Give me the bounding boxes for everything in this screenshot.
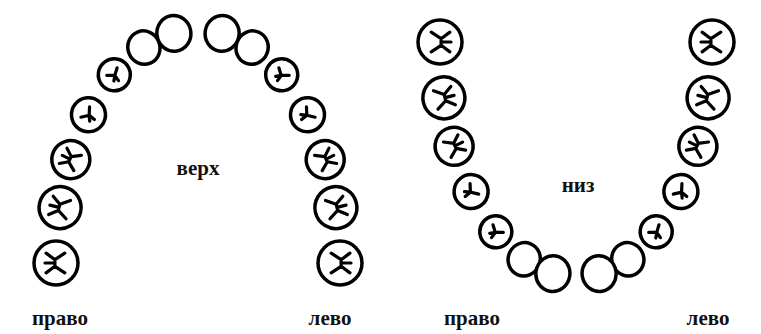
tooth <box>429 121 480 172</box>
fissure <box>272 68 289 85</box>
back-tooth <box>65 91 113 139</box>
back-tooth <box>300 134 351 185</box>
tooth <box>202 13 242 54</box>
fissure <box>107 68 124 85</box>
tooth <box>300 134 351 185</box>
fissure <box>431 32 451 52</box>
jaw-label: верх <box>177 156 220 181</box>
tooth <box>259 52 304 97</box>
tooth <box>690 20 734 64</box>
fissure <box>81 107 99 125</box>
tooth <box>45 134 96 185</box>
tooth <box>418 72 469 123</box>
fissure <box>325 196 348 219</box>
back-tooth <box>259 52 304 97</box>
back-tooth <box>284 91 332 139</box>
tooth <box>672 121 723 172</box>
front-tooth <box>202 13 242 54</box>
back-tooth <box>418 20 462 64</box>
tooth <box>447 168 495 216</box>
back-tooth <box>657 168 705 216</box>
back-tooth <box>92 52 137 97</box>
fissure <box>461 184 479 202</box>
tooth <box>579 253 619 294</box>
tooth <box>154 13 194 54</box>
fissure <box>443 134 466 157</box>
tooth <box>284 91 332 139</box>
tooth <box>65 91 113 139</box>
fissure <box>433 86 456 109</box>
fissure <box>48 196 71 219</box>
front-tooth <box>154 13 194 54</box>
tooth <box>310 182 361 233</box>
fissure <box>315 148 338 171</box>
tooth <box>533 253 573 294</box>
fissure <box>701 32 721 52</box>
back-tooth <box>683 72 734 123</box>
back-tooth <box>34 241 78 285</box>
tooth <box>657 168 705 216</box>
back-tooth <box>447 168 495 216</box>
fissure <box>45 253 65 273</box>
fissure <box>331 253 351 273</box>
side-label: лево <box>309 306 352 331</box>
tooth <box>318 241 362 285</box>
fissure <box>673 184 691 202</box>
tooth <box>92 52 137 97</box>
back-tooth <box>310 182 361 233</box>
front-tooth <box>579 253 619 294</box>
fissure <box>486 225 503 242</box>
fissure <box>58 148 81 171</box>
back-tooth <box>318 241 362 285</box>
back-tooth <box>45 134 96 185</box>
jaw-label: низ <box>562 173 595 198</box>
fissure <box>297 107 315 125</box>
back-tooth <box>418 72 469 123</box>
side-label: право <box>32 306 88 331</box>
tooth <box>34 241 78 285</box>
back-tooth <box>672 121 723 172</box>
front-tooth <box>533 253 573 294</box>
back-tooth <box>690 20 734 64</box>
back-tooth <box>429 121 480 172</box>
fissure <box>686 134 709 157</box>
tooth <box>418 20 462 64</box>
side-label: лево <box>687 306 730 331</box>
back-tooth <box>35 182 86 233</box>
fissure <box>696 86 719 109</box>
side-label: право <box>444 306 500 331</box>
fissure <box>649 225 666 242</box>
tooth <box>683 72 734 123</box>
tooth <box>35 182 86 233</box>
